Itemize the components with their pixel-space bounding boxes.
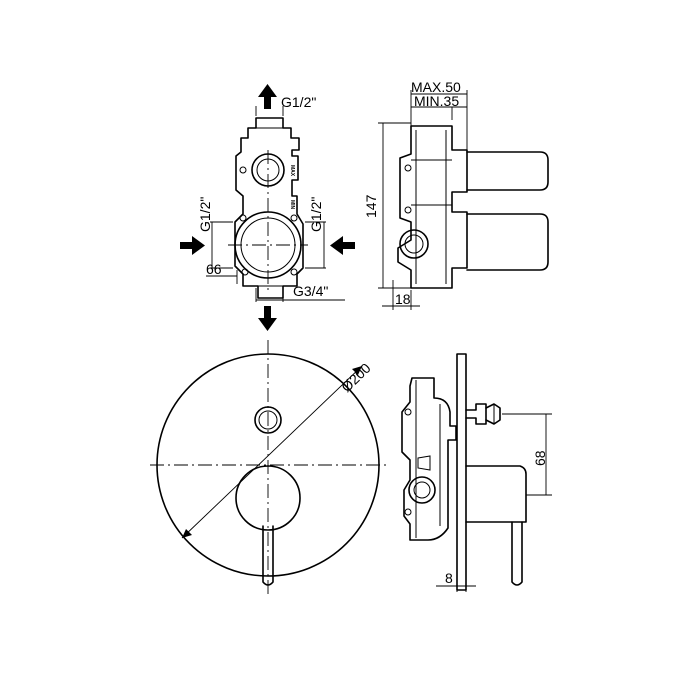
inlet-left-arrow-icon [330,236,355,255]
min-mark: MIN [289,200,295,210]
outlet-top-label: G1/2" [281,94,316,110]
height-147-label: 147 [363,194,379,218]
max-mark: MAX [289,165,295,177]
depth-max-label: MAX.50 [411,79,461,95]
height-68-label: 68 [532,450,548,466]
offset-18-label: 18 [395,291,411,307]
diameter-label: Ø200 [338,360,374,395]
outlet-down-arrow-icon [258,306,277,331]
body-front-view: MAX MIN G1/2" G1/2" G1/2" 66 G3/4" [180,84,355,331]
body-outline [234,117,304,299]
plate-8-label: 8 [445,570,453,586]
depth-min-label: MIN.35 [414,93,459,109]
outlet-up-arrow-icon [258,84,277,109]
width-66-label: 66 [206,261,222,277]
assembly-side-view: 68 8 [401,353,552,592]
outlet-bottom-label: G3/4" [293,283,328,299]
inlet-right-label: G1/2" [308,197,324,232]
inlet-right-arrow-icon [180,236,205,255]
plate-front-view: Ø200 [150,340,386,596]
body-side-view: MAX.50 MIN.35 147 18 [363,79,549,310]
inlet-left-label: G1/2" [197,197,213,232]
